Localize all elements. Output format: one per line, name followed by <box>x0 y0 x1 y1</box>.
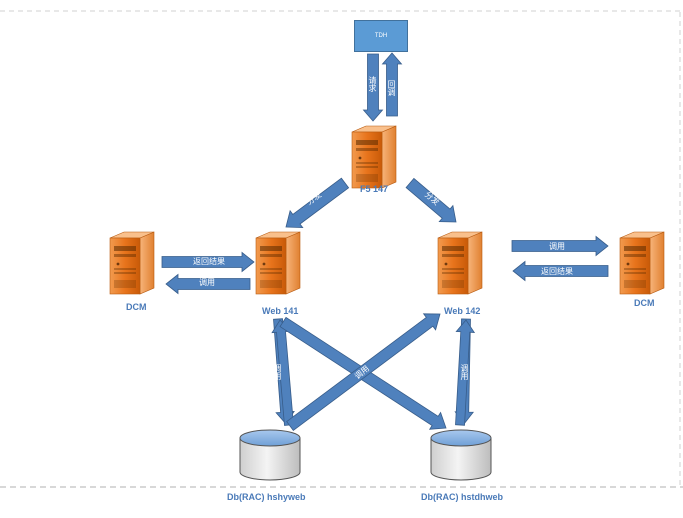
arrow-f5-to-142 <box>405 177 457 223</box>
web141-server-icon <box>255 231 301 295</box>
web141-db-arrow-label: 调用 <box>273 364 282 380</box>
arrow-dcm-right-call <box>511 235 609 257</box>
web142-db-arrow-label: 调用 <box>460 364 469 380</box>
dcm-right-label: DCM <box>634 298 655 308</box>
web142-label: Web 142 <box>444 306 481 316</box>
f5-label: F5 147 <box>360 184 389 194</box>
arrow-db-web141 <box>271 319 294 426</box>
arrow-dcm-left-call <box>165 273 251 295</box>
db-left-icon <box>239 429 301 481</box>
f5-server-icon <box>351 125 397 189</box>
tdh-box: TDH <box>354 20 408 52</box>
dcm-right-call-arrow-label: 调用 <box>549 242 565 251</box>
arrow-db-web142 <box>455 319 476 426</box>
arrow-tdh-down <box>362 53 384 122</box>
dcm-right-return-arrow-label: 返回结果 <box>541 267 573 276</box>
tdh-down-arrow-label: 请求 <box>368 76 377 92</box>
arrow-tdh-up <box>381 52 403 117</box>
web141-label: Web 141 <box>262 306 299 316</box>
arrow-cross-to-web142 <box>286 313 441 431</box>
arrow-dcm-right-return <box>512 260 609 282</box>
db-left-label: Db(RAC) hshyweb <box>227 492 306 502</box>
dcm-left-call-arrow-label: 调用 <box>199 278 215 287</box>
db-right-label: Db(RAC) hstdhweb <box>421 492 503 502</box>
db-right-icon <box>430 429 492 481</box>
dcm-left-label: DCM <box>126 302 147 312</box>
tdh-up-arrow-label: 回调 <box>387 80 396 96</box>
dcm-left-return-arrow-label: 返回结果 <box>193 257 225 266</box>
arrow-layer <box>161 52 609 431</box>
dcm-right-server-icon <box>619 231 665 295</box>
tdh-label: TDH <box>374 33 388 39</box>
web142-server-icon <box>437 231 483 295</box>
dcm-left-server-icon <box>109 231 155 295</box>
arrow-dcm-left-return <box>161 251 255 273</box>
arrow-f5-to-141 <box>285 177 350 229</box>
